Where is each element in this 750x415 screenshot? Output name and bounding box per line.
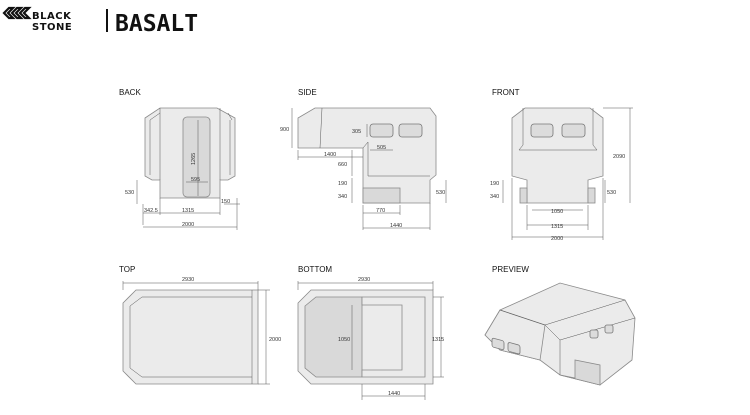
dim-side-1400: 1400 [324,152,336,158]
blackstone-logo-icon [2,6,32,20]
dim-side-505: 505 [377,145,386,151]
dim-side-1440: 1440 [390,223,402,229]
view-title-top: TOP [119,265,135,274]
dim-side-190: 190 [338,181,347,187]
brand-logo: BLACK STONE BASALT [2,6,198,37]
dim-top-2930: 2930 [182,277,194,283]
dim-front-340: 340 [490,194,499,200]
dim-back-150: 150 [221,199,230,205]
top-view: 2930 2000 [122,277,281,385]
dim-back-595: 595 [191,177,200,183]
dim-bottom-1440: 1440 [388,391,400,397]
dim-back-1315: 1315 [182,208,194,214]
side-view: 900 305 505 1400 660 190 340 530 770 144… [280,107,447,230]
dim-side-660: 660 [338,162,347,168]
dim-top-2000: 2000 [269,337,281,343]
product-name: BASALT [115,11,198,37]
dim-side-530: 530 [436,190,445,196]
brand-line2: STONE [32,22,72,33]
dim-side-305: 305 [352,129,361,135]
bottom-view: 2930 1050 1315 1440 [297,277,444,400]
dim-back-1265: 1265 [191,153,197,165]
dim-bottom-1050: 1050 [338,337,350,343]
front-view: 2090 190 340 530 1050 1315 2000 [490,107,633,242]
dim-front-2000: 2000 [551,236,563,242]
dim-back-342: 342.5 [144,208,158,214]
view-title-preview: PREVIEW [492,265,529,274]
view-title-front: FRONT [492,88,520,97]
dim-front-190: 190 [490,181,499,187]
dim-side-770: 770 [376,208,385,214]
dim-side-900: 900 [280,127,289,133]
dim-side-340: 340 [338,194,347,200]
dim-front-1050: 1050 [551,209,563,215]
dim-bottom-2930: 2930 [358,277,370,283]
dim-back-2000: 2000 [182,222,194,228]
dim-front-1315: 1315 [551,224,563,230]
back-view: 1265 595 530 342.5 1315 2000 150 [125,107,240,230]
dim-front-530: 530 [607,190,616,196]
brand-line1: BLACK [32,11,72,22]
view-title-bottom: BOTTOM [298,265,332,274]
preview-isometric [484,282,636,386]
dim-back-530: 530 [125,190,134,196]
view-title-back: BACK [119,88,141,97]
view-title-side: SIDE [298,88,317,97]
dim-bottom-1315: 1315 [432,337,444,343]
dim-front-2090: 2090 [613,154,625,160]
